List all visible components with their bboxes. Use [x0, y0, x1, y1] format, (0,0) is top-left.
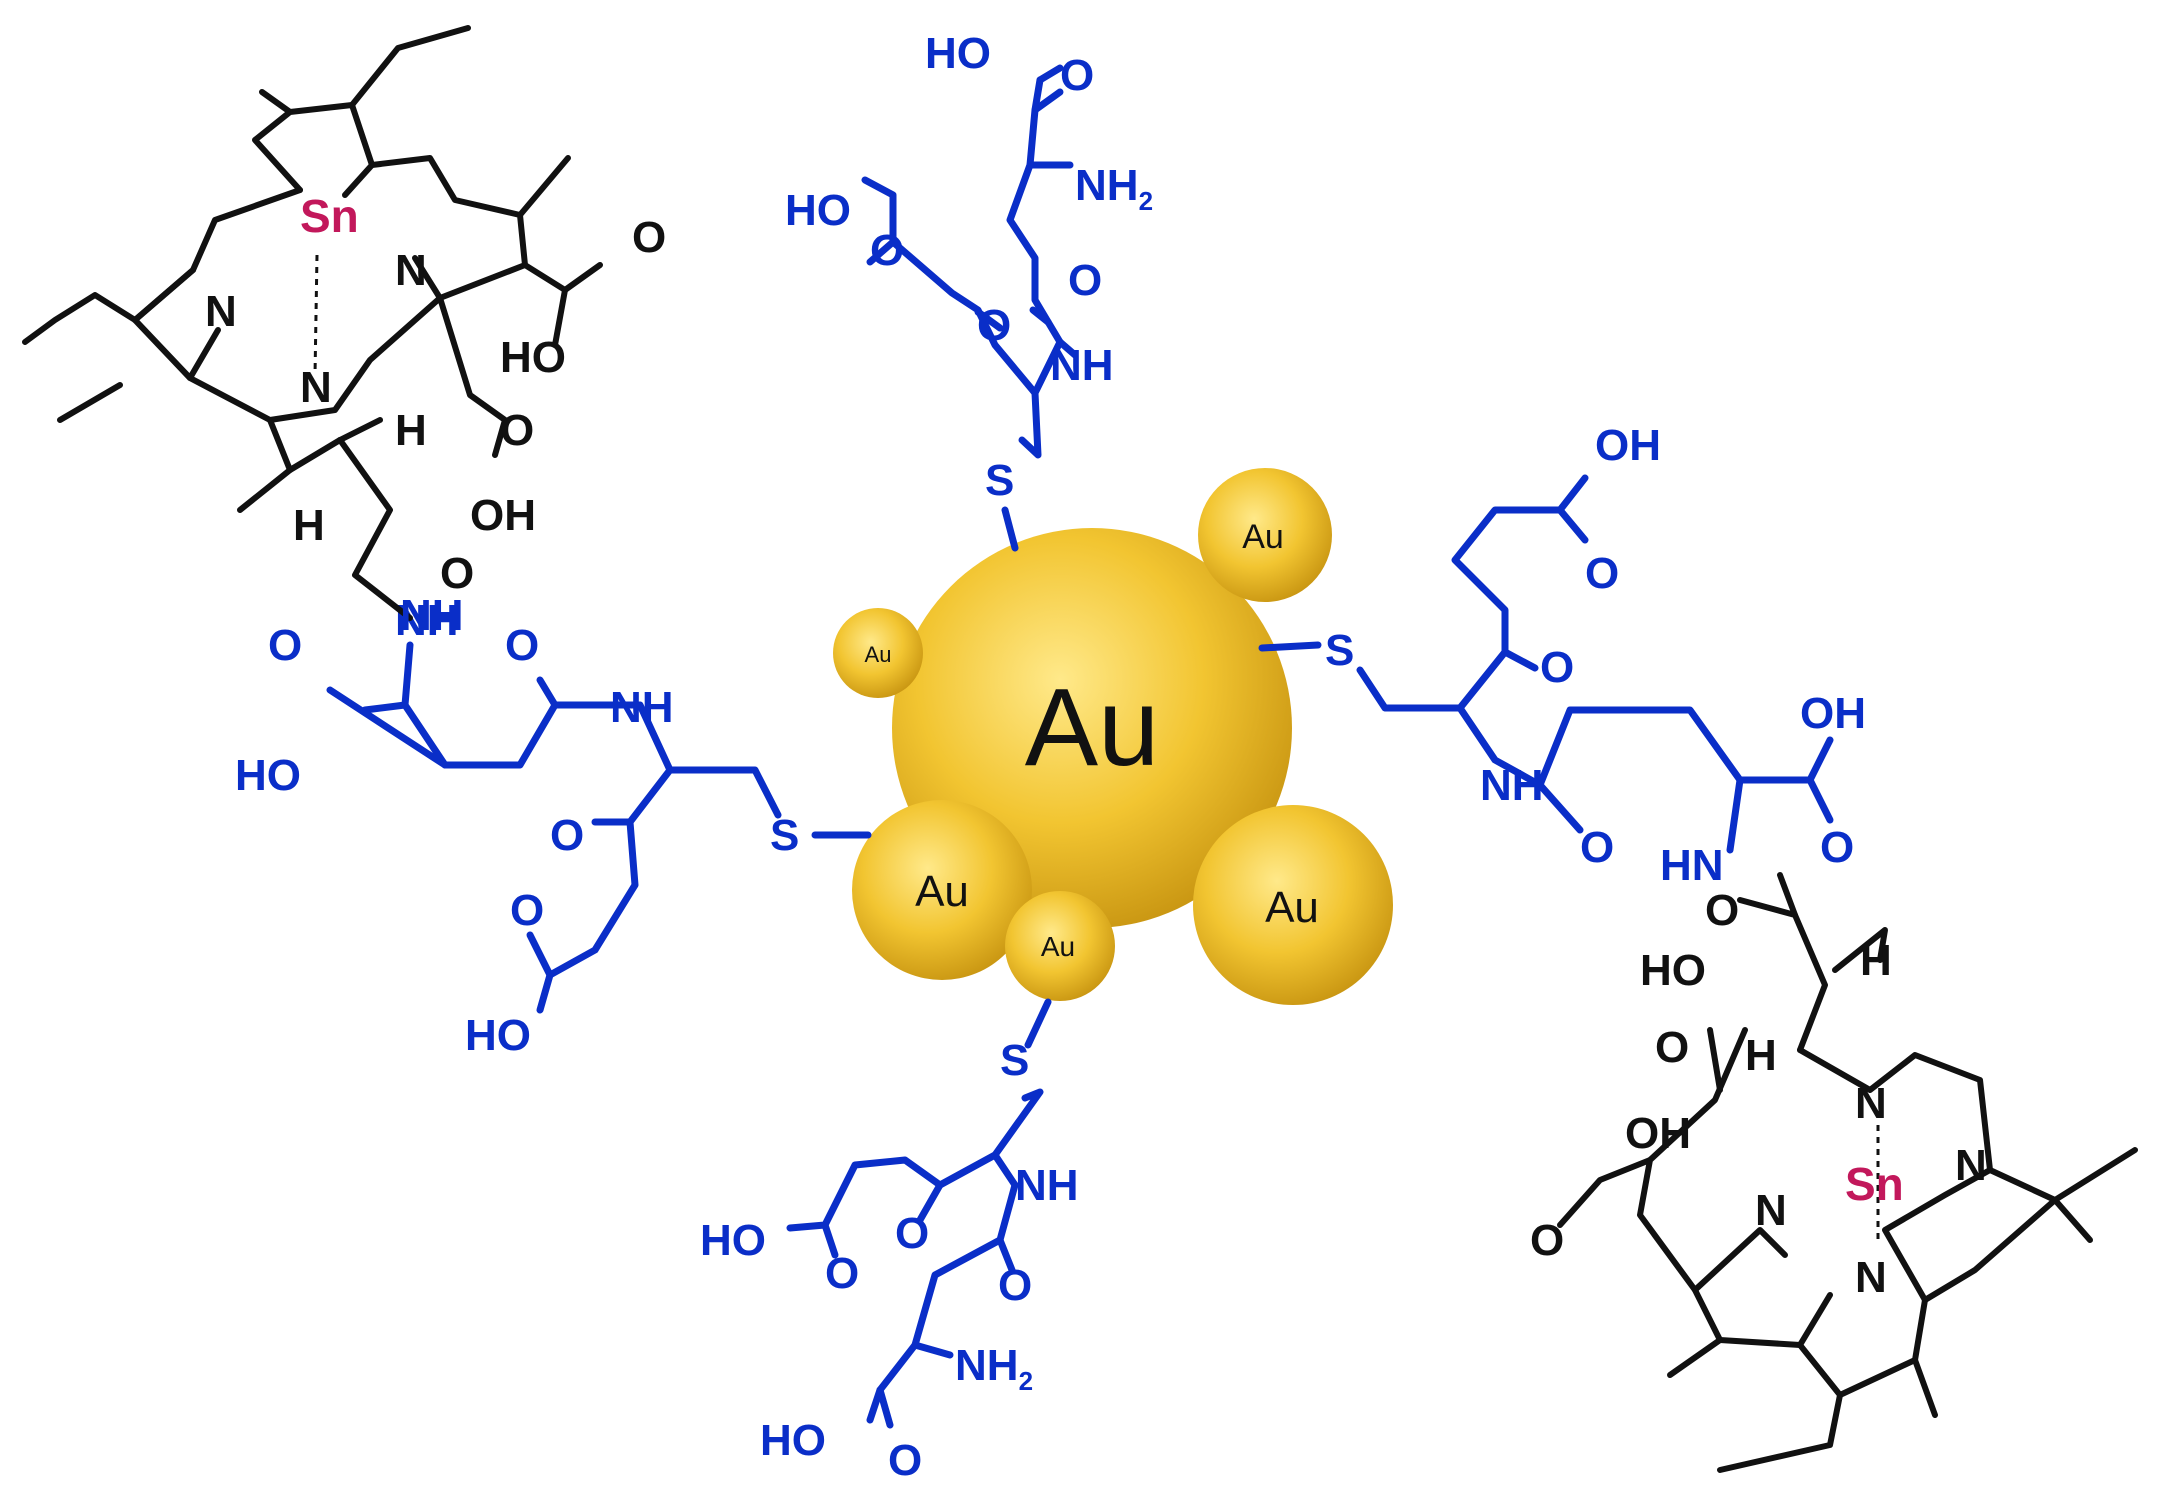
- hydroxyl-ho: HO: [465, 1011, 531, 1060]
- oxygen-atom: O: [998, 1261, 1032, 1310]
- satellite-label: Au: [1242, 518, 1284, 556]
- oxygen-atom: O: [632, 213, 666, 262]
- oxygen-atom: O: [1540, 643, 1574, 692]
- sulfur-atom: S: [1000, 1036, 1029, 1085]
- nitrogen-atom: N: [1755, 1186, 1787, 1235]
- oxygen-atom: O: [510, 886, 544, 935]
- hydroxyl-oh: OH: [1800, 689, 1866, 738]
- oxygen-atom: O: [895, 1209, 929, 1258]
- hydroxyl-ho: HO: [700, 1216, 766, 1265]
- hydroxyl-ho: HO: [500, 333, 566, 382]
- amide-nh: NH: [1050, 341, 1114, 390]
- tin-atom: Sn: [300, 190, 359, 242]
- ligand-top: S O NH O NH2 O HO HO O: [785, 29, 1153, 552]
- nitrogen-atom: N: [205, 287, 237, 336]
- oxygen-atom: O: [870, 226, 904, 275]
- hydrogen-atom: H: [1745, 1031, 1777, 1080]
- gold-satellite-top-right: [1198, 468, 1332, 602]
- oxygen-atom: O: [825, 1249, 859, 1298]
- gold-satellite-left: [852, 800, 1032, 980]
- amide-hn: HN: [1660, 841, 1724, 890]
- amide-nh: NH: [1480, 761, 1544, 810]
- oxygen-atom: O: [1585, 549, 1619, 598]
- core-label: Au: [1025, 666, 1160, 789]
- hydroxyl-ho: HO: [235, 751, 301, 800]
- satellite-label: Au: [865, 642, 892, 667]
- nitrogen-atom: N: [395, 246, 427, 295]
- oxygen-atom: O: [505, 621, 539, 670]
- satellite-label: Au: [915, 867, 969, 916]
- oxygen-atom: O: [550, 811, 584, 860]
- hydroxyl-ho: HO: [760, 1416, 826, 1465]
- oxygen-atom: O: [977, 301, 1011, 350]
- hydroxyl-ho: HO: [925, 29, 991, 78]
- oxygen-atom: O: [268, 621, 302, 670]
- oxygen-atom: O: [1068, 256, 1102, 305]
- oxygen-atom: O: [500, 406, 534, 455]
- satellite-label: Au: [1265, 883, 1319, 932]
- oxygen-atom: O: [888, 1436, 922, 1485]
- nitrogen-atom: N: [1955, 1141, 1987, 1190]
- oxygen-atom: O: [1820, 823, 1854, 872]
- oxygen-atom: O: [1530, 1216, 1564, 1265]
- oxygen-atom: O: [1705, 886, 1739, 935]
- hydroxyl-oh: OH: [1595, 421, 1661, 470]
- ligand-bottom: S NH O HO O O NH2 HO O: [700, 998, 1079, 1485]
- sulfur-atom: S: [770, 811, 799, 860]
- amide-nh: NH: [1015, 1161, 1079, 1210]
- gold-satellite-left-small: [833, 608, 923, 698]
- hydroxyl-ho: HO: [1640, 946, 1706, 995]
- nitrogen-atom: N: [300, 363, 332, 412]
- ligand-right: S O OH O NH O OH O HN: [1258, 421, 1866, 890]
- oxygen-atom: O: [1060, 51, 1094, 100]
- hydroxyl-oh: OH: [1625, 1109, 1691, 1158]
- hydroxyl-ho: HO: [785, 186, 851, 235]
- oxygen-atom: O: [440, 549, 474, 598]
- tin-porphyrin-top-left: Sn N N N N O HO O OH O H H NH: [22, 25, 666, 640]
- nitrogen-atom: N: [1855, 1079, 1887, 1128]
- hydrogen-atom: H: [293, 501, 325, 550]
- amide-nh: NH: [395, 596, 459, 645]
- hydrogen-atom: H: [395, 406, 427, 455]
- gold-satellite-bottom: [1005, 891, 1115, 1001]
- ligand-left: S O O HO NH O O HO NH: [235, 596, 872, 1060]
- amine-nh2: NH2: [955, 1341, 1033, 1396]
- tin-atom: Sn: [1845, 1158, 1904, 1210]
- hydrogen-atom: H: [1860, 936, 1892, 985]
- gold-satellite-right: [1193, 805, 1393, 1005]
- gold-nanoparticle: Au Au Au Au Au Au: [833, 468, 1393, 1005]
- amide-nh: NH: [610, 683, 674, 732]
- nitrogen-atom: N: [1855, 1253, 1887, 1302]
- sulfur-atom: S: [1325, 626, 1354, 675]
- hydroxyl-oh: OH: [470, 491, 536, 540]
- oxygen-atom: O: [1580, 823, 1614, 872]
- sulfur-atom: S: [985, 456, 1014, 505]
- satellite-label: Au: [1041, 931, 1075, 962]
- tin-porphyrin-bottom-right: Sn N N N N HO O OH O O H H: [1530, 872, 2138, 1473]
- amide-nh: NH: [400, 591, 464, 640]
- oxygen-atom: O: [1655, 1023, 1689, 1072]
- amine-nh2: NH2: [1075, 161, 1153, 216]
